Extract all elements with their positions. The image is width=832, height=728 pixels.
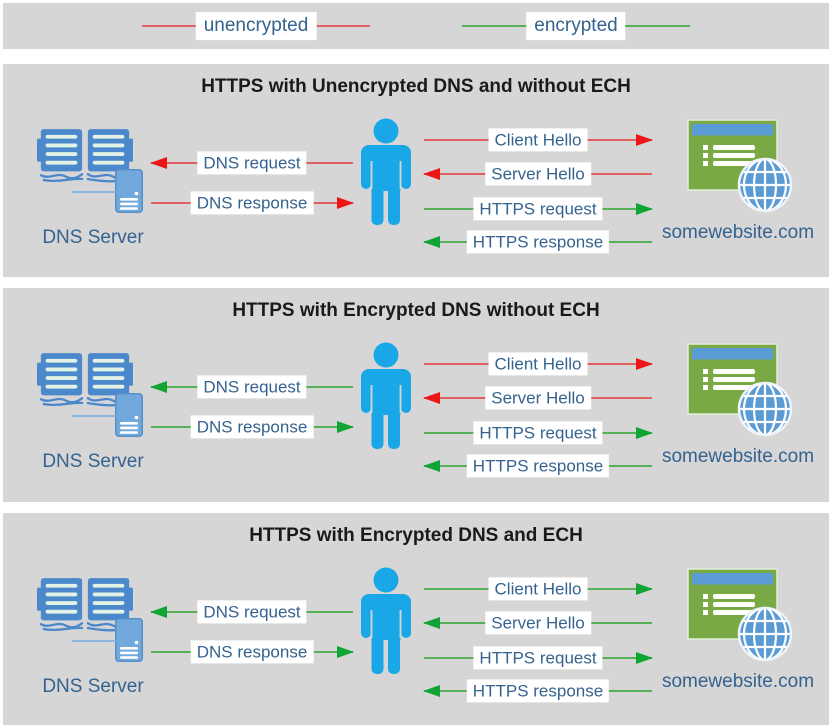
arrow-label: HTTPS request bbox=[473, 646, 603, 670]
arrowhead-icon bbox=[150, 606, 167, 618]
arrowhead-icon bbox=[150, 157, 167, 169]
legend-item-unencrypted: unencrypted bbox=[142, 12, 370, 40]
arrow-label: Server Hello bbox=[485, 386, 591, 410]
panel-title: HTTPS with Encrypted DNS without ECH bbox=[232, 300, 600, 321]
arrow-label: Client Hello bbox=[488, 577, 588, 601]
arrow-label: HTTPS request bbox=[473, 197, 603, 221]
legend-label-unencrypted: unencrypted bbox=[195, 12, 317, 40]
arrow-label: DNS response bbox=[190, 191, 314, 215]
arrow-server-hello: Server Hello bbox=[423, 610, 652, 636]
server-tower-icon bbox=[115, 169, 143, 213]
panel-encrypted-dns-no-ech: HTTPS with Encrypted DNS without ECH DNS… bbox=[3, 288, 829, 502]
website-label: somewebsite.com bbox=[661, 446, 815, 467]
arrowhead-icon bbox=[150, 381, 167, 393]
arrowhead-icon bbox=[423, 617, 440, 629]
arrow-label: DNS request bbox=[197, 375, 307, 399]
arrow-dns-request: DNS request bbox=[150, 374, 353, 400]
legend-bar: unencrypted encrypted bbox=[3, 3, 829, 49]
connector-line bbox=[72, 191, 116, 193]
legend-item-encrypted: encrypted bbox=[462, 12, 690, 40]
arrow-dns-request: DNS request bbox=[150, 599, 353, 625]
dns-server-label: DNS Server bbox=[42, 227, 144, 248]
connector-line bbox=[72, 415, 116, 417]
arrow-client-hello: Client Hello bbox=[424, 127, 653, 153]
arrowhead-icon bbox=[423, 685, 440, 697]
person-icon bbox=[355, 566, 417, 674]
arrow-dns-response: DNS response bbox=[151, 190, 354, 216]
arrowhead-icon bbox=[636, 203, 653, 215]
arrow-client-hello: Client Hello bbox=[424, 576, 653, 602]
person-icon bbox=[355, 117, 417, 225]
arrow-label: Server Hello bbox=[485, 611, 591, 635]
arrowhead-icon bbox=[423, 236, 440, 248]
arrowhead-icon bbox=[423, 460, 440, 472]
arrowhead-icon bbox=[337, 646, 354, 658]
legend-label-encrypted: encrypted bbox=[526, 12, 626, 40]
arrow-label: Server Hello bbox=[485, 162, 591, 186]
server-tower-icon bbox=[115, 393, 143, 437]
arrow-label: Client Hello bbox=[488, 128, 588, 152]
arrow-label: Client Hello bbox=[488, 352, 588, 376]
website-label: somewebsite.com bbox=[661, 222, 815, 243]
arrowhead-icon bbox=[636, 427, 653, 439]
arrow-label: DNS request bbox=[197, 600, 307, 624]
arrow-server-hello: Server Hello bbox=[423, 161, 652, 187]
website-globe-icon bbox=[680, 342, 798, 450]
arrow-dns-response: DNS response bbox=[151, 414, 354, 440]
arrow-https-request: HTTPS request bbox=[424, 645, 653, 671]
arrow-https-response: HTTPS response bbox=[423, 678, 652, 704]
connector-line bbox=[72, 640, 116, 642]
arrowhead-icon bbox=[636, 583, 653, 595]
website-globe-icon bbox=[680, 118, 798, 226]
arrowhead-icon bbox=[423, 168, 440, 180]
dns-server-label: DNS Server bbox=[42, 676, 144, 697]
arrow-label: HTTPS request bbox=[473, 421, 603, 445]
panel-title: HTTPS with Encrypted DNS and ECH bbox=[249, 525, 583, 546]
dns-server-label: DNS Server bbox=[42, 451, 144, 472]
panel-unencrypted-dns-no-ech: HTTPS with Unencrypted DNS and without E… bbox=[3, 64, 829, 277]
server-tower-icon bbox=[115, 618, 143, 662]
arrowhead-icon bbox=[636, 358, 653, 370]
panel-title: HTTPS with Unencrypted DNS and without E… bbox=[201, 76, 631, 97]
arrow-https-response: HTTPS response bbox=[423, 229, 652, 255]
arrow-dns-request: DNS request bbox=[150, 150, 353, 176]
arrow-server-hello: Server Hello bbox=[423, 385, 652, 411]
arrow-label: HTTPS response bbox=[466, 454, 610, 478]
arrow-https-response: HTTPS response bbox=[423, 453, 652, 479]
arrow-https-request: HTTPS request bbox=[424, 196, 653, 222]
arrow-label: DNS request bbox=[197, 151, 307, 175]
arrowhead-icon bbox=[337, 197, 354, 209]
arrow-label: HTTPS response bbox=[466, 230, 610, 254]
arrow-label: DNS response bbox=[190, 640, 314, 664]
person-icon bbox=[355, 341, 417, 449]
website-globe-icon bbox=[680, 567, 798, 675]
panel-encrypted-dns-and-ech: HTTPS with Encrypted DNS and ECH DNS Ser… bbox=[3, 513, 829, 725]
arrow-label: DNS response bbox=[190, 415, 314, 439]
arrowhead-icon bbox=[337, 421, 354, 433]
arrowhead-icon bbox=[423, 392, 440, 404]
arrowhead-icon bbox=[636, 652, 653, 664]
arrow-label: HTTPS response bbox=[466, 679, 610, 703]
arrow-https-request: HTTPS request bbox=[424, 420, 653, 446]
arrow-dns-response: DNS response bbox=[151, 639, 354, 665]
arrow-client-hello: Client Hello bbox=[424, 351, 653, 377]
website-label: somewebsite.com bbox=[661, 671, 815, 692]
arrowhead-icon bbox=[636, 134, 653, 146]
